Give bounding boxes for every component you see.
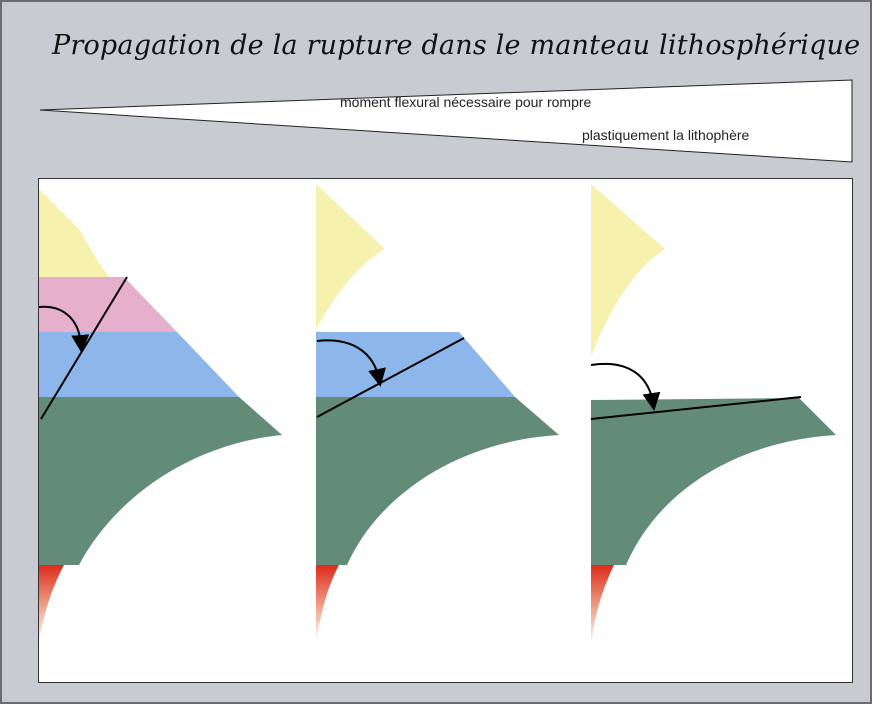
flexural-moment-wedge	[39, 79, 853, 163]
column-3	[590, 184, 836, 647]
wedge-shape	[39, 79, 853, 163]
blue-layer	[39, 332, 239, 397]
rotation-arrow	[39, 305, 90, 353]
green-layer	[591, 398, 836, 565]
yellow-layer	[316, 184, 385, 329]
rotation-arrow	[590, 362, 661, 411]
pink-layer	[39, 277, 177, 332]
lithosphere-diagrams	[39, 184, 836, 647]
red-gradient	[39, 565, 64, 644]
red-gradient	[591, 565, 614, 647]
wedge-label-line1: moment flexural nécessaire pour rompre	[340, 94, 592, 110]
green-layer	[316, 397, 559, 565]
rupture-line	[316, 337, 465, 418]
rotation-arrow	[316, 339, 386, 387]
yellow-layer	[39, 189, 109, 277]
rupture-line	[590, 396, 802, 420]
red-gradient	[316, 565, 339, 644]
column-1	[39, 189, 282, 644]
green-layer	[39, 397, 282, 565]
diagram-panel	[38, 178, 853, 683]
yellow-layer	[591, 184, 665, 357]
column-2	[316, 184, 559, 644]
wedge-label-line2: plastiquement la lithophère	[582, 127, 750, 143]
figure-title: Propagation de la rupture dans le mantea…	[52, 30, 861, 61]
